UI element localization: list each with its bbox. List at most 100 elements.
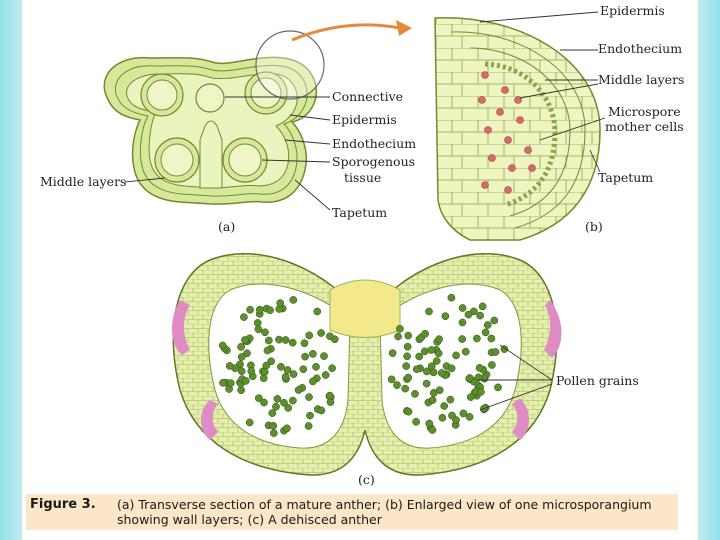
mother-cell-nucleus bbox=[497, 109, 504, 116]
mother-cell-nucleus bbox=[482, 72, 489, 79]
pollen-grain bbox=[227, 380, 234, 387]
pollen-grain bbox=[240, 314, 247, 321]
label-microspore-2: mother cells bbox=[605, 119, 684, 134]
pollen-grain bbox=[448, 365, 455, 372]
pollen-grain bbox=[280, 399, 287, 406]
pollen-grain bbox=[477, 312, 484, 319]
pollen-grain bbox=[425, 308, 432, 315]
pollen-grain bbox=[488, 335, 495, 342]
panel-b-microsporangium-diagram: Epidermis Endothecium Middle layers Micr… bbox=[435, 3, 684, 240]
pollen-grain bbox=[264, 347, 271, 354]
pollen-grain bbox=[403, 363, 410, 370]
label-sporogenous-1: Sporogenous bbox=[332, 154, 415, 169]
pollen-grain bbox=[396, 325, 403, 332]
pollen-grain bbox=[238, 368, 245, 375]
panel-c-label: (c) bbox=[358, 472, 375, 487]
pollen-grain bbox=[270, 430, 277, 437]
label-epidermis-a: Epidermis bbox=[332, 112, 397, 127]
pollen-grain bbox=[421, 348, 428, 355]
pollen-grain bbox=[405, 374, 412, 381]
pollen-grain bbox=[405, 332, 412, 339]
pollen-grain bbox=[314, 308, 321, 315]
pollen-grain bbox=[441, 402, 448, 409]
pollen-grain bbox=[272, 403, 279, 410]
pollen-grain bbox=[226, 362, 233, 369]
pollen-grain bbox=[473, 335, 480, 342]
pollen-grain bbox=[309, 378, 316, 385]
mother-cell-nucleus bbox=[517, 117, 524, 124]
pollen-grain bbox=[466, 413, 473, 420]
pollen-grain bbox=[282, 373, 289, 380]
pollen-grain bbox=[476, 364, 483, 371]
pollen-grain bbox=[466, 374, 473, 381]
caption-title: Figure 3. bbox=[30, 497, 96, 512]
wall-layers bbox=[435, 18, 600, 240]
pollen-grain bbox=[428, 363, 435, 370]
pollen-grain bbox=[277, 363, 284, 370]
label-tapetum-a: Tapetum bbox=[332, 205, 387, 220]
pollen-grain bbox=[429, 397, 436, 404]
panel-a-label: (a) bbox=[218, 219, 235, 234]
pollen-grain bbox=[219, 379, 226, 386]
pollen-grain bbox=[326, 392, 333, 399]
panel-a-anther-diagram: Connective Epidermis Endothecium Sporoge… bbox=[40, 20, 416, 234]
mother-cell-nucleus bbox=[505, 187, 512, 194]
pollen-grain bbox=[459, 319, 466, 326]
pollen-grain bbox=[255, 326, 262, 333]
magnifier-circle bbox=[256, 31, 324, 99]
label-microspore-1: Microspore bbox=[608, 104, 681, 119]
pollen-grain bbox=[270, 422, 277, 429]
label-endothecium-a: Endothecium bbox=[332, 136, 416, 151]
pollen-grain bbox=[267, 307, 274, 314]
pollen-grain bbox=[275, 336, 282, 343]
connective-tissue bbox=[196, 84, 224, 112]
pollen-grain bbox=[312, 363, 319, 370]
pollen-grain bbox=[282, 336, 289, 343]
pollen-grain bbox=[300, 366, 307, 373]
pollen-grain bbox=[494, 384, 501, 391]
pollen-grain bbox=[309, 350, 316, 357]
pollen-grain bbox=[393, 382, 400, 389]
mother-cell-nucleus bbox=[482, 182, 489, 189]
pollen-grain bbox=[492, 348, 499, 355]
pollen-grain bbox=[442, 313, 449, 320]
caption-line-1: (a) Transverse section of a mature anthe… bbox=[117, 497, 652, 512]
pollen-grain bbox=[320, 353, 327, 360]
pollen-grain bbox=[274, 395, 281, 402]
pollen-grain bbox=[482, 329, 489, 336]
mother-cell-nucleus bbox=[525, 147, 532, 154]
pollen-grain bbox=[238, 343, 245, 350]
pollen-grain bbox=[416, 353, 423, 360]
label-connective: Connective bbox=[332, 89, 403, 104]
pollen-grain bbox=[260, 399, 267, 406]
pollen-grain bbox=[241, 336, 248, 343]
mother-cell-nucleus bbox=[529, 165, 536, 172]
pollen-grain bbox=[306, 332, 313, 339]
pollen-grain bbox=[263, 362, 270, 369]
label-pollen-grains: Pollen grains bbox=[556, 373, 639, 388]
label-middle-layers-b: Middle layers bbox=[598, 72, 684, 87]
pollen-grain bbox=[318, 329, 325, 336]
mother-cell-nucleus bbox=[502, 87, 509, 94]
pollen-grain bbox=[256, 306, 263, 313]
pollen-grain bbox=[305, 394, 312, 401]
panel-c-dehisced-anther: Pollen grains (c) bbox=[172, 254, 639, 487]
label-epidermis-b: Epidermis bbox=[600, 3, 665, 18]
pollen-grain bbox=[261, 368, 268, 375]
mother-cell-nucleus bbox=[489, 155, 496, 162]
pollen-grain bbox=[404, 353, 411, 360]
label-middle-layers-a: Middle layers bbox=[40, 174, 126, 189]
pollen-grain bbox=[395, 333, 402, 340]
pollen-grain bbox=[429, 426, 436, 433]
pollen-grain bbox=[402, 385, 409, 392]
panel-b-label: (b) bbox=[585, 219, 603, 234]
pollen-grain bbox=[322, 371, 329, 378]
pollen-grain bbox=[411, 390, 418, 397]
label-endothecium-b: Endothecium bbox=[598, 41, 682, 56]
pollen-grain bbox=[306, 412, 313, 419]
pollen-grain bbox=[242, 377, 249, 384]
pollen-grain bbox=[459, 304, 466, 311]
connective-center bbox=[330, 280, 400, 338]
pollen-grain bbox=[448, 412, 455, 419]
